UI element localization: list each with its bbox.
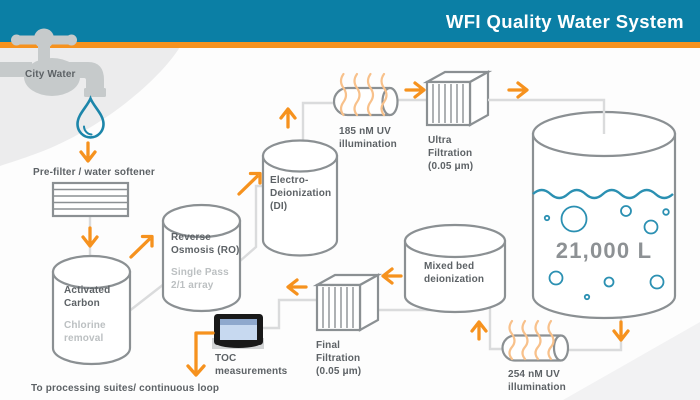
output-label: To processing suites/ continuous loop [31,383,219,394]
carbon-note: removal [64,333,103,344]
mixed-bed-label: deionization [424,274,484,285]
flow-arrow-up [279,107,297,129]
prefilter-stripes [53,188,128,210]
uv185-label: illumination [339,139,397,150]
background-wedge-bottomright [563,322,700,400]
pipe-connector [239,184,263,262]
carbon-label: Carbon [64,298,100,309]
header: WFI Quality Water System [0,0,700,48]
prefilter-label: Pre-filter / water softener [33,167,155,178]
flow-arrow-down [79,141,97,163]
final-label: Final [316,340,340,351]
uv185-lamp-icon: 185 nM UV illumination [332,72,399,150]
flow-arrow-right [404,81,426,99]
flow-arrow-up [470,320,488,341]
toc-monitor-icon: TOC measurements [212,314,288,377]
faucet-mouth [84,88,106,97]
flow-arrow-down [81,226,99,248]
flow-arrows [79,81,630,377]
city-water-label: City Water [25,69,76,80]
ro-label: Osmosis (RO) [171,245,239,256]
faucet-left-arm [0,62,32,77]
ro-note: 2/1 array [171,280,214,291]
ultra-filtration-cube-icon: Ultra Filtration (0.05 μm) [422,70,493,172]
ultra-label: (0.05 μm) [428,161,473,172]
uv254-label: illumination [508,382,566,393]
header-accent-stripe [0,42,700,48]
pipe-connector [263,298,317,330]
uv185-label: 185 nM UV [339,126,391,137]
edi-label: Electro- [270,175,308,186]
pipe-connector [127,283,165,313]
flow-arrow-left [381,267,403,285]
faucet-body [24,58,80,96]
pipe-connector [488,98,606,134]
flow-arrow-diagonal [237,171,262,196]
water-level-wave [532,188,674,200]
ro-note: Single Pass [171,267,229,278]
toc-label: TOC [215,353,236,364]
mixed-bed-label: Mixed bed [424,261,474,272]
header-bar [0,0,700,42]
faucet-icon: City Water [0,28,106,97]
pipe-connector [301,101,333,140]
storage-tank: 21,000 L [488,98,677,320]
ro-label: Reverse [171,232,211,243]
final-label: (0.05 μm) [316,366,361,377]
flow-arrow-right [507,81,529,99]
pipe-connector [488,307,503,351]
mixed-bed-tank: Mixed bed deionization [403,223,507,314]
ultra-label: Filtration [428,148,472,159]
flow-arrow-diagonal [129,234,154,259]
edi-tank: Electro- Deionization (DI) [261,139,339,257]
final-filtration-cube-icon: Final Filtration (0.05 μm) [312,273,383,377]
reverse-osmosis-tank: Reverse Osmosis (RO) Single Pass 2/1 arr… [161,203,242,313]
edi-label: (DI) [270,201,287,212]
prefilter-box [51,181,130,218]
tank-volume: 21,000 L [556,238,652,263]
carbon-note: Chlorine [64,320,106,331]
uv254-lamp-icon: 254 nM UV illumination [501,319,570,393]
uv254-label: 254 nM UV [508,369,560,380]
final-label: Filtration [316,353,360,364]
page-title: WFI Quality Water System [446,11,684,32]
carbon-label: Activated [64,285,110,296]
prefilter-unit: Pre-filter / water softener [33,167,155,218]
water-drop-icon [76,95,105,139]
ultra-label: Ultra [428,135,452,146]
flow-arrow-down [612,320,630,342]
edi-label: Deionization [270,188,331,199]
activated-carbon-tank: Activated Carbon Chlorine removal [51,254,132,366]
toc-label: measurements [215,366,288,377]
flow-arrow-left [286,278,308,296]
flow-arrow-loop [186,331,215,377]
